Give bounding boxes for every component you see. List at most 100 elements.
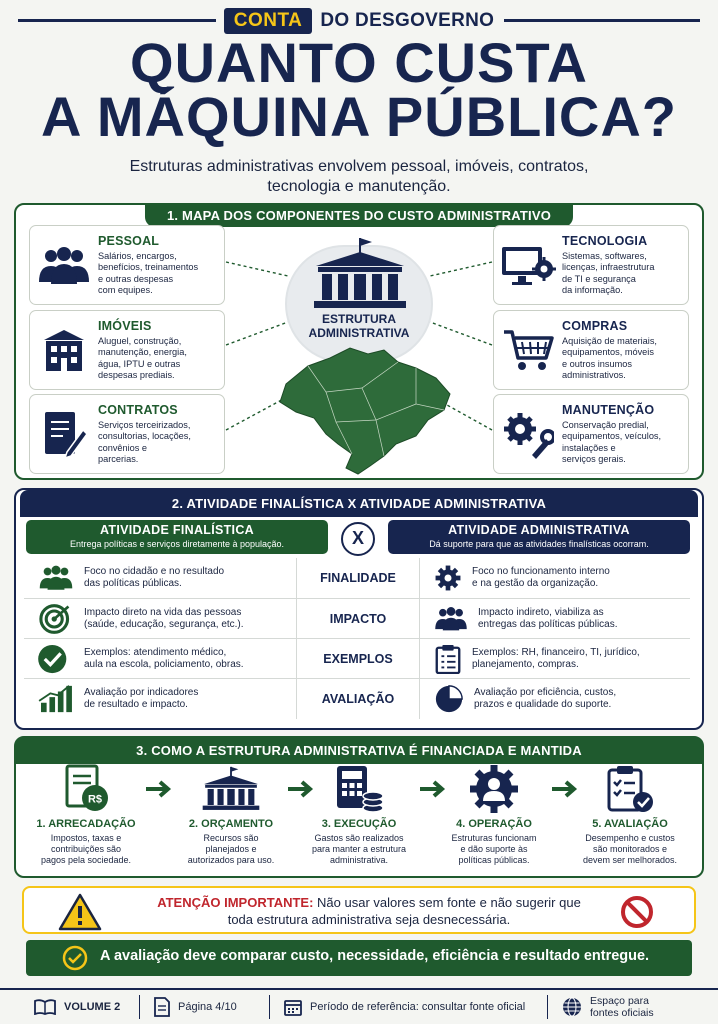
administrative-title: ATIVIDADE ADMINISTRATIVA (448, 523, 630, 537)
card-text: Serviços terceirizados,consultorias, loc… (98, 420, 191, 465)
footer: VOLUME 2 Página 4/10 Período de referênc… (0, 988, 718, 1024)
card-title: CONTRATOS (98, 403, 178, 417)
card-tecnologia: TECNOLOGIA Sistemas, softwares,licenças,… (493, 225, 689, 305)
administrative-subtitle: Dá suporte para que as atividades finalí… (429, 539, 649, 549)
card-text: Salários, encargos,benefícios, treinamen… (98, 251, 199, 296)
row-label: EXEMPLOS (296, 639, 420, 679)
globe-icon (563, 997, 581, 1017)
document-icon (154, 997, 170, 1017)
conclusion-banner: A avaliação deve comparar custo, necessi… (26, 940, 692, 976)
versus-badge: X (341, 522, 375, 556)
warning-label: ATENÇÃO IMPORTANTE: (157, 895, 314, 910)
step-title: 2. ORÇAMENTO (188, 818, 274, 830)
government-building-icon (202, 766, 260, 810)
money-document-icon: R$ (65, 764, 108, 811)
check-circle-icon (38, 644, 67, 674)
card-title: IMÓVEIS (98, 319, 152, 333)
row-label: FINALIDADE (296, 558, 420, 598)
pie-chart-icon (435, 685, 463, 713)
card-compras: COMPRAS Aquisição de materiais,equipamen… (493, 310, 689, 390)
warning-triangle-icon (58, 893, 102, 931)
section-2-heading: 2. ATIVIDADE FINALÍSTICA X ATIVIDADE ADM… (20, 490, 698, 517)
gear-icon (435, 565, 461, 591)
warning-text: ATENÇÃO IMPORTANTE: Não usar valores sem… (157, 895, 581, 927)
section-3-heading: 3. COMO A ESTRUTURA ADMINISTRATIVA É FIN… (15, 737, 703, 764)
conclusion-text: A avaliação deve comparar custo, necessi… (100, 948, 650, 964)
card-title: COMPRAS (562, 319, 628, 333)
center-label: ESTRUTURA ADMINISTRATIVA (285, 312, 433, 340)
step-title: 3. EXECUÇÃO (321, 818, 397, 830)
card-text: Aluguel, construção,manutenção, energia,… (98, 336, 187, 381)
people-icon (39, 565, 73, 590)
target-icon (39, 604, 70, 634)
finalistic-title: ATIVIDADE FINALÍSTICA (100, 523, 254, 537)
subtitle-line-1: Estruturas administrativas envolvem pess… (129, 158, 589, 175)
card-title: PESSOAL (98, 234, 160, 248)
government-building-icon (314, 238, 406, 308)
row-left-text: Impacto direto na vida das pessoas(saúde… (84, 606, 244, 631)
arrow-right-icon (288, 780, 314, 798)
row-left-text: Exemplos: atendimento médico,aula na esc… (84, 646, 244, 671)
administrative-header: ATIVIDADE ADMINISTRATIVA Dá suporte para… (388, 520, 690, 554)
finalistic-subtitle: Entrega políticas e serviços diretamente… (69, 539, 285, 549)
brand-rule-right (504, 19, 700, 22)
card-imoveis: IMÓVEIS Aluguel, construção,manutenção, … (29, 310, 225, 390)
step-title: 4. OPERAÇÃO (456, 818, 532, 830)
card-manutencao: MANUTENÇÃO Conservação predial,equipamen… (493, 394, 689, 474)
center-label-line-2: ADMINISTRATIVA (308, 326, 410, 340)
brand-bar: CONTA DO DESGOVERNO (0, 8, 718, 34)
arrow-right-icon (552, 780, 578, 798)
people-icon (435, 607, 467, 631)
people-icon (39, 247, 89, 284)
footer-page: Página 4/10 (140, 995, 270, 1019)
brazil-map-icon (279, 347, 451, 475)
title-line-2: A MÁQUINA PÚBLICA? (40, 85, 678, 148)
table-row-impacto: Impacto direto na vida das pessoas(saúde… (24, 598, 690, 639)
card-pessoal: PESSOAL Salários, encargos,benefícios, t… (29, 225, 225, 305)
row-right-text: Exemplos: RH, financeiro, TI, jurídico,p… (472, 646, 640, 671)
card-text: Aquisição de materiais,equipamentos, móv… (562, 336, 657, 381)
step-title: 5. AVALIAÇÃO (592, 818, 668, 830)
subtitle-line-2: tecnologia e manutenção. (267, 178, 451, 195)
row-right-text: Avaliação por eficiência, custos,prazos … (474, 686, 617, 711)
title-line-1: QUANTO CUSTA (130, 31, 588, 94)
check-circle-icon (62, 945, 88, 971)
computer-icon (502, 247, 556, 285)
center-label-line-1: ESTRUTURA (322, 312, 396, 326)
section-financing-flow: 3. COMO A ESTRUTURA ADMINISTRATIVA É FIN… (14, 736, 704, 878)
building-icon (44, 330, 84, 371)
page-title: QUANTO CUSTA A MÁQUINA PÚBLICA? (0, 31, 718, 148)
section-1-heading: 1. MAPA DOS COMPONENTES DO CUSTO ADMINIS… (144, 204, 574, 227)
page-subtitle: Estruturas administrativas envolvem pess… (60, 157, 658, 197)
tools-icon (504, 413, 554, 459)
row-label: IMPACTO (296, 599, 420, 639)
bar-growth-icon (38, 685, 72, 713)
card-title: MANUTENÇÃO (562, 403, 655, 417)
calculator-coins-icon (337, 766, 384, 813)
arrow-right-icon (146, 780, 172, 798)
brand-name: DO DESGOVERNO (320, 10, 495, 31)
step-title: 1. ARRECADAÇÃO (36, 818, 136, 830)
clipboard-check-icon (607, 766, 653, 812)
warning-box: ATENÇÃO IMPORTANTE: Não usar valores sem… (22, 886, 696, 934)
prohibited-icon (621, 896, 653, 928)
table-row-exemplos: Exemplos: atendimento médico,aula na esc… (24, 638, 690, 679)
finalistic-header: ATIVIDADE FINALÍSTICA Entrega políticas … (26, 520, 328, 554)
